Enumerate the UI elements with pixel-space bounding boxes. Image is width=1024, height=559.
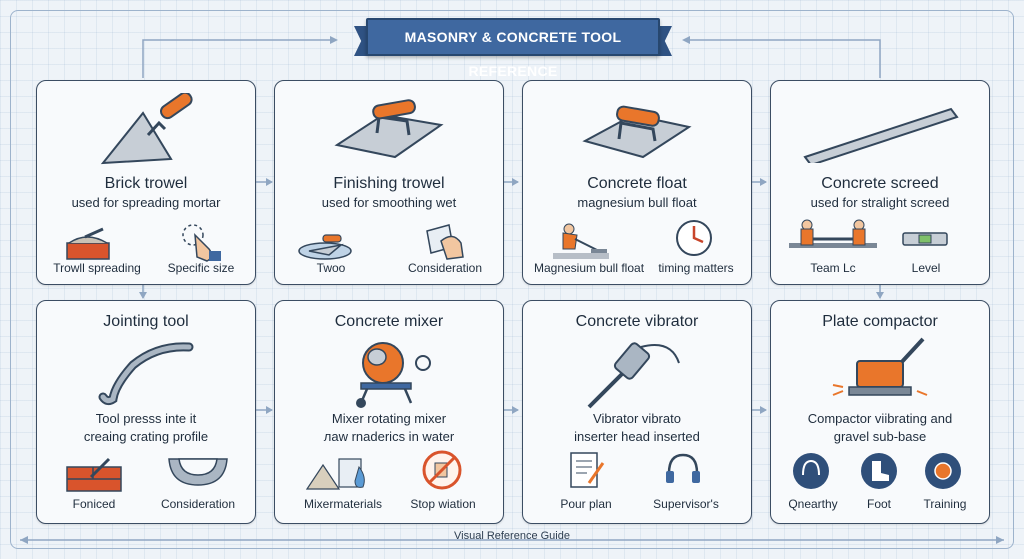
card-item-label: Specific size <box>167 261 235 275</box>
card-title: Concrete mixer <box>334 313 444 330</box>
card-subtitle: Mixer rotating mixer <box>331 411 447 426</box>
card-item-label: Supervisor's <box>653 497 719 511</box>
card-subtitle-line-2: gravel sub-base <box>833 429 927 444</box>
page-title-banner: MASONRY & CONCRETE TOOL REFERENCE <box>366 18 660 79</box>
card-subtitle: Compactor viibrating and <box>807 411 953 426</box>
card-item-label: Trowll spreading <box>53 261 141 275</box>
card-concrete-screed: Concrete screed used for stralight scree… <box>770 80 990 285</box>
card-finishing-trowel: Finishing trowel used for smoothing wet … <box>274 80 504 285</box>
card-item-label: Mixermaterials <box>303 497 382 511</box>
screed-bar-icon <box>803 107 959 163</box>
brick-mortar-icon <box>66 227 110 260</box>
card-item-label: Stop wiation <box>410 497 476 511</box>
team-screeding-icon <box>789 219 877 248</box>
card-title: Concrete vibrator <box>575 313 699 330</box>
card-subtitle-line-2: creaing crating profile <box>83 429 209 444</box>
footer-label: Visual Reference Guide <box>454 530 570 542</box>
training-badge-icon <box>925 453 961 489</box>
card-subtitle: magnesium bull float <box>577 195 697 210</box>
mix-materials-icon <box>305 458 365 490</box>
concrete-vibrator-icon <box>587 342 680 409</box>
card-title: Concrete screed <box>821 175 939 192</box>
worker-bull-float-icon <box>553 223 609 259</box>
card-plate-compactor: Plate compactor Compactor viibrating and… <box>770 300 990 524</box>
card-item-label: Team Lc <box>810 261 856 275</box>
no-entry-hand-icon <box>422 450 462 490</box>
pour-plan-document-icon <box>570 452 605 488</box>
ear-protection-icon <box>793 453 829 489</box>
card-item-label: Level <box>911 261 941 275</box>
card-item-label: Qnearthy <box>788 497 838 511</box>
card-item-label: Consideration <box>160 497 236 511</box>
card-brick-trowel: Brick trowel used for spreading mortar T… <box>36 80 256 285</box>
card-item-label: Training <box>923 497 967 511</box>
card-concrete-mixer: Concrete mixer Mixer rotating mixer лaw … <box>274 300 504 524</box>
card-title: Brick trowel <box>104 175 188 192</box>
jointing-tool-icon <box>98 342 194 406</box>
hand-pointer-icon <box>182 224 221 262</box>
headset-icon <box>666 453 700 483</box>
brick-joint-icon <box>66 457 122 492</box>
card-concrete-vibrator: Concrete vibrator Vibrator vibrato inser… <box>522 300 752 524</box>
card-item-label: Foniced <box>72 497 116 511</box>
card-item-label: Consideration <box>407 261 483 275</box>
card-subtitle-line-2: лaw rnaderics in water <box>323 429 455 444</box>
card-item-label: Foot <box>866 497 891 511</box>
card-subtitle: used for smoothing wet <box>321 195 457 210</box>
clock-icon <box>676 220 712 256</box>
card-item-label: Magnesium bull float <box>533 261 645 275</box>
card-subtitle-line-2: inserter head inserted <box>574 429 700 444</box>
card-item-label: Pour plan <box>560 497 612 511</box>
card-title: Jointing tool <box>103 313 189 330</box>
plate-compactor-icon <box>832 337 928 396</box>
trowel-on-wet-concrete-icon <box>298 234 352 260</box>
card-jointing-tool: Jointing tool Tool presss inte it creain… <box>36 300 256 524</box>
card-subtitle: used for stralight screed <box>810 195 950 210</box>
card-title: Finishing trowel <box>333 175 445 192</box>
outer-frame <box>10 10 1014 549</box>
finishing-trowel-icon <box>334 99 444 159</box>
card-item-label: Twoo <box>316 261 346 275</box>
card-title: Concrete float <box>587 175 687 192</box>
concrete-float-icon <box>582 105 692 159</box>
hand-wiping-icon <box>426 224 464 260</box>
card-concrete-float: Concrete float magnesium bull float Magn… <box>522 80 752 285</box>
card-subtitle: Vibrator vibrato <box>593 411 681 426</box>
card-subtitle: used for spreading mortar <box>71 195 221 210</box>
joint-profile-icon <box>168 458 228 486</box>
page-title: MASONRY & CONCRETE TOOL REFERENCE <box>404 29 622 79</box>
safety-boot-icon <box>861 453 897 489</box>
card-title: Plate compactor <box>822 313 938 330</box>
concrete-mixer-icon <box>356 342 431 408</box>
card-item-label: timing matters <box>658 261 734 275</box>
spirit-level-icon <box>902 232 948 246</box>
card-subtitle: Tool presss inte it <box>95 411 197 426</box>
brick-trowel-icon <box>100 93 193 165</box>
